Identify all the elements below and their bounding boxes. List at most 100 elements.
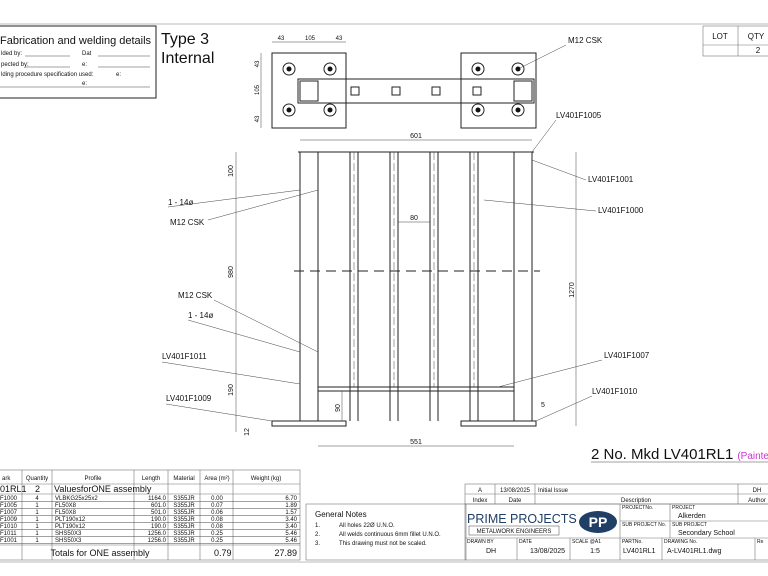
logo-text: PP [589, 514, 608, 530]
baluster [389, 152, 399, 421]
lot-qty-table: LOT QTY 2 [702, 25, 768, 57]
bom-header-mark: ark [2, 476, 11, 482]
bom-cell-material: S355JR [173, 531, 195, 537]
bill-of-materials: ark Quantity Profile Length Material Are… [0, 469, 301, 561]
bom-cell-area: 0.08 [211, 524, 223, 530]
dim-80: 80 [410, 215, 418, 222]
qty-value: 2 [756, 46, 761, 55]
note-text: This drawing must not be scaled. [339, 541, 427, 547]
date-value: 13/08/2025 [530, 548, 565, 555]
label-csk-mid: M12 CSK [178, 291, 213, 300]
label-lv401f1011: LV401F1011 [162, 352, 207, 361]
bom-cell-profile: SHS50X3 [55, 531, 82, 537]
drawn-by-label: DRAWN BY [467, 539, 494, 545]
bom-cell-length: 501.0 [151, 510, 167, 516]
plan-view: 43 105 43 43 105 43 M12 CSK [255, 36, 603, 129]
company-tagline: METALWORK ENGINEERS [477, 529, 552, 535]
date-label: DATE [519, 539, 533, 545]
dim-1270: 1270 [569, 282, 576, 298]
bom-cell-area: 0.06 [211, 510, 223, 516]
general-notes: General Notes 1. All holes 22Ø U.N.O. 2.… [305, 503, 467, 561]
date-label-3: e: [116, 72, 121, 78]
bom-cell-qty: 1 [35, 510, 39, 516]
label-lv401f1007: LV401F1007 [604, 351, 650, 360]
label-hole-top: 1 - 14ø [168, 198, 193, 207]
lot-header: LOT [712, 32, 728, 41]
label-csk-top: M12 CSK [170, 218, 205, 227]
bom-cell-length: 190.0 [151, 517, 167, 523]
bom-header-weight: Weight (kg) [251, 476, 282, 482]
dim-12: 12 [244, 428, 251, 436]
part-no-label: PARTNo. [622, 539, 643, 545]
bolt-hole-icon [471, 62, 485, 76]
totals-label: Totals for ONE assembly [50, 548, 150, 558]
total-area: 0.79 [214, 548, 232, 558]
bolt-hole-icon [282, 62, 296, 76]
baluster [469, 152, 479, 421]
bolt-hole-icon [511, 103, 525, 117]
scale-label: SCALE @A1 [572, 539, 601, 545]
note-text: All holes 22Ø U.N.O. [339, 523, 395, 529]
bolt-hole-icon [511, 62, 525, 76]
bom-cell-length: 601.0 [151, 503, 167, 509]
dim-601: 601 [410, 133, 422, 140]
assembly-qty-cell: 2 [35, 484, 40, 494]
dim-190: 190 [228, 384, 235, 396]
assembly-desc-cell: ValuesforONE assembly [54, 484, 152, 494]
bom-cell-material: S355JR [173, 524, 195, 530]
project-value: Alkerden [678, 513, 706, 520]
notes-title: General Notes [315, 510, 367, 519]
date-label-2: e: [82, 62, 87, 68]
drawing-no-value: A-LV401RL1.dwg [667, 548, 721, 555]
note-num: 2. [315, 532, 320, 538]
painted-label: (Painted) [737, 451, 768, 462]
bom-cell-material: S355JR [173, 517, 195, 523]
bolt-hole-icon [323, 62, 337, 76]
bom-cell-qty: 1 [35, 517, 39, 523]
bom-cell-weight: 5.46 [285, 538, 297, 544]
bom-cell-weight: 6.70 [285, 496, 297, 502]
bom-cell-weight: 3.40 [285, 517, 297, 523]
bom-cell-mark: F1001 [0, 538, 18, 544]
bom-header-profile: Profile [84, 476, 102, 482]
rev-author: DH [753, 488, 762, 494]
bolt-hole-icon [282, 103, 296, 117]
bom-cell-mark: F1011 [0, 531, 17, 537]
sub-project-no-label: SUB PROJECT No. [622, 522, 666, 528]
wps-label: lding procedure specification used: [1, 72, 94, 78]
shs-post [513, 152, 533, 421]
bom-cell-profile: VLBKG25x25x2 [55, 496, 98, 502]
bom-cell-qty: 1 [35, 524, 39, 530]
sub-project-label: SUB PROJECT [672, 522, 707, 528]
welded-by-label: lded by: [1, 51, 22, 57]
note-text: All welds continuous 6mm fillet U.N.O. [339, 532, 441, 538]
base-plate-left [271, 52, 347, 129]
rev-date: 13/08/2025 [500, 488, 531, 494]
bom-cell-material: S355JR [173, 538, 195, 544]
dim-5: 5 [541, 402, 545, 409]
bom-cell-length: 190.0 [151, 524, 167, 530]
bom-cell-area: 0.25 [211, 538, 223, 544]
rev-header-date: Date [509, 498, 522, 504]
bom-cell-weight: 1.57 [285, 510, 297, 516]
bom-cell-length: 1256.0 [148, 538, 167, 544]
bom-cell-mark: F1010 [0, 524, 18, 530]
bom-cell-mark: F1007 [0, 510, 18, 516]
bom-cell-qty: 1 [35, 538, 39, 544]
base-plate-right [460, 52, 537, 129]
bom-cell-area: 0.00 [211, 496, 223, 502]
bom-cell-profile: FL50X8 [55, 510, 77, 516]
square-cutout [350, 86, 360, 96]
qty-header: QTY [748, 32, 765, 41]
label-hole-mid: 1 - 14ø [188, 311, 213, 320]
company-logo: PP [579, 511, 617, 533]
bom-cell-length: 1256.0 [148, 531, 167, 537]
m12-csk-label: M12 CSK [568, 36, 603, 45]
dim-551: 551 [410, 439, 422, 446]
